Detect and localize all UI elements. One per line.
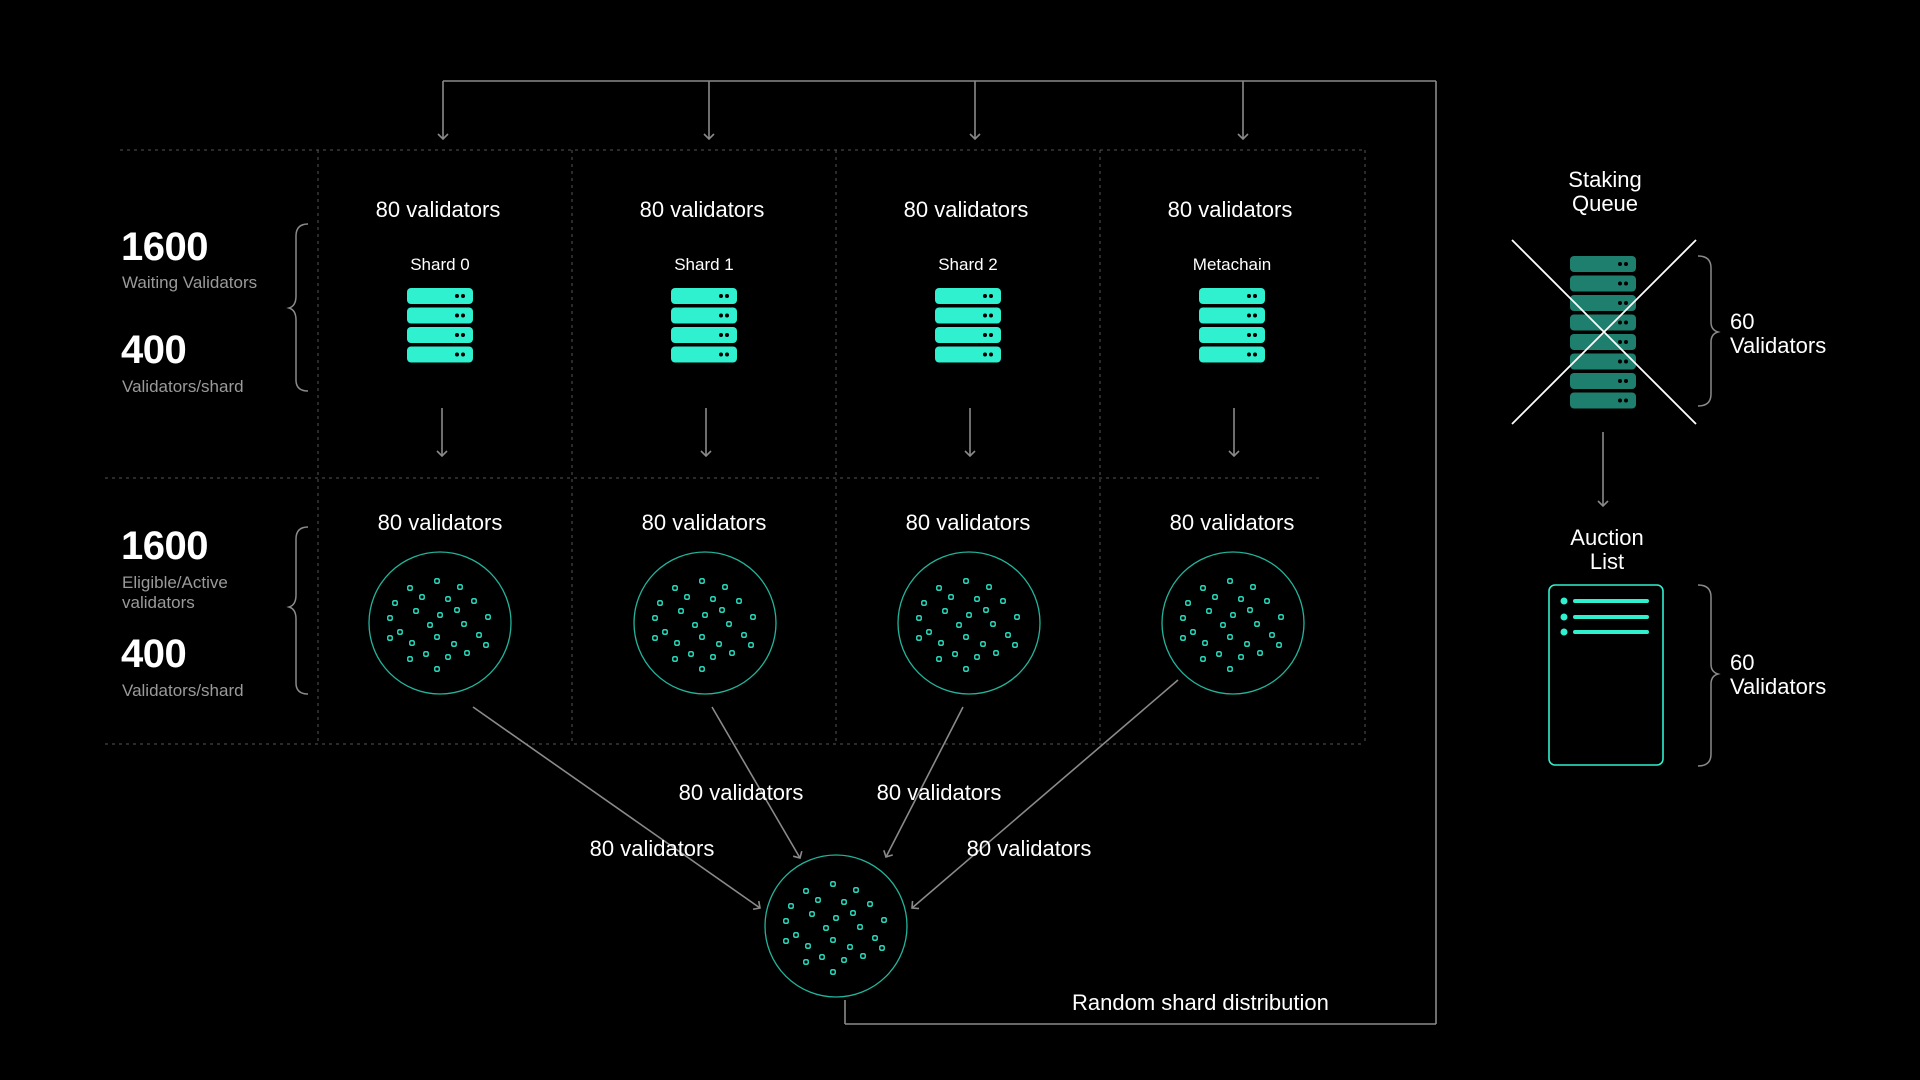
merged-validator-pool [764, 854, 908, 998]
eligible-label-line1: Eligible/Active [122, 573, 228, 592]
waiting-total: 1600 [121, 225, 208, 269]
validator-pools [368, 551, 1305, 998]
waiting-per-shard-label: Validators/shard [122, 377, 244, 396]
shard-1-waiting-count: 80 validators [639, 197, 765, 222]
shard-1-name: Shard 1 [674, 255, 734, 274]
staking-queue-count: 60 [1730, 309, 1755, 334]
row-arrows [436, 408, 1240, 458]
cross-out-mark [1511, 239, 1697, 425]
validator-pool-shard-1 [633, 551, 777, 695]
brace-marks [286, 223, 1721, 767]
waiting-per-shard: 400 [121, 328, 187, 372]
auction-list-count: 60 [1730, 650, 1755, 675]
server-stack-icon [671, 288, 737, 363]
metachain-waiting-count: 80 validators [1167, 197, 1293, 222]
staking-queue-title-line1: Staking [1568, 167, 1642, 192]
shard-0-name: Shard 0 [410, 255, 470, 274]
auction-list-title-line1: Auction [1570, 525, 1644, 550]
auction-list-count-label: Validators [1730, 674, 1827, 699]
validator-pool-metachain [1161, 551, 1305, 695]
server-stack-icon [1199, 288, 1265, 363]
shard-0-eligible-count: 80 validators [377, 510, 503, 535]
flow-label-shard-0: 80 validators [589, 836, 715, 861]
eligible-per-shard-label: Validators/shard [122, 681, 244, 700]
validator-pool-shard-0 [368, 551, 512, 695]
waiting-label: Waiting Validators [122, 273, 258, 292]
top-connector [437, 80, 1437, 1025]
staking-queue-server-icon [1570, 256, 1636, 409]
flow-label-shard-1: 80 validators [678, 780, 804, 805]
staking-queue-title-line2: Queue [1571, 191, 1639, 216]
shard-2-eligible-count: 80 validators [905, 510, 1031, 535]
auction-list-document-icon [1548, 584, 1664, 766]
auction-list-title-line2: List [1589, 549, 1625, 574]
shard-0-waiting-count: 80 validators [375, 197, 501, 222]
shard-server-icons [407, 288, 1265, 363]
random-shard-distribution-label: Random shard distribution [1072, 990, 1329, 1015]
flow-label-metachain: 80 validators [966, 836, 1092, 861]
server-stack-icon [1570, 256, 1636, 409]
metachain-name: Metachain [1192, 255, 1272, 274]
server-stack-icon [935, 288, 1001, 363]
shard-2-name: Shard 2 [938, 255, 998, 274]
eligible-total: 1600 [121, 524, 208, 568]
staking-queue-count-label: Validators [1730, 333, 1827, 358]
grid-frame [105, 149, 1366, 745]
validator-pool-shard-2 [897, 551, 1041, 695]
server-stack-icon [407, 288, 473, 363]
shard-1-eligible-count: 80 validators [641, 510, 767, 535]
eligible-per-shard: 400 [121, 632, 187, 676]
shard-2-waiting-count: 80 validators [903, 197, 1029, 222]
converging-arrows [472, 679, 1179, 911]
flow-label-shard-2: 80 validators [876, 780, 1002, 805]
metachain-eligible-count: 80 validators [1169, 510, 1295, 535]
eligible-label-line2: validators [122, 593, 195, 612]
